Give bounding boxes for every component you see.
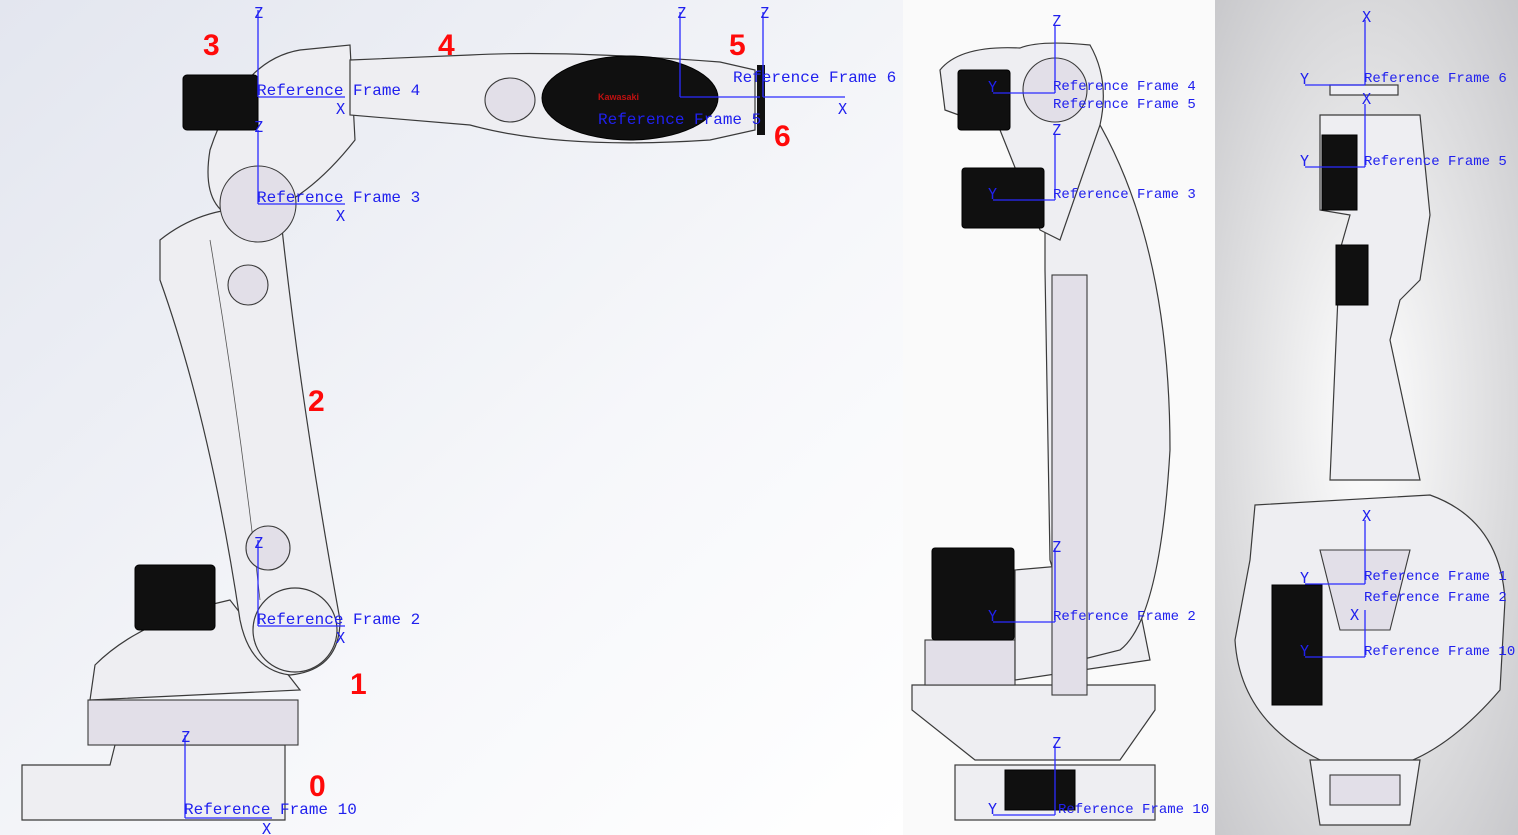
x-axis-label: X — [336, 207, 345, 225]
flange — [757, 65, 765, 135]
frame-3-front: Z Y Reference Frame 3 — [988, 121, 1196, 203]
frame-label: Reference Frame 10 — [184, 801, 357, 819]
frame-label: Reference Frame 2 — [1053, 609, 1196, 625]
frame-label: Reference Frame 4 — [257, 82, 420, 100]
frame-1-2-top: X Y Reference Frame 1 Reference Frame 2 — [1300, 507, 1507, 606]
frame-5-top: X Y Reference Frame 5 — [1300, 90, 1507, 170]
z-axis-label: Z — [760, 4, 769, 22]
y-axis-label: Y — [1300, 569, 1309, 587]
joint-number-5: 5 — [729, 29, 746, 62]
x-axis-label: X — [1362, 507, 1371, 525]
frame-label: Reference Frame 6 — [1364, 71, 1507, 87]
frame-label: Reference Frame 5 — [598, 111, 761, 129]
x-axis-label: X — [336, 100, 345, 118]
z-axis-label: Z — [254, 534, 263, 552]
frame-label: Reference Frame 6 — [733, 69, 896, 87]
frame-10-side: Z X Reference Frame 10 — [181, 728, 357, 835]
frame-label: Reference Frame 1 — [1364, 569, 1507, 585]
y-axis-label: Y — [988, 800, 997, 818]
motor-j3 — [961, 167, 1045, 229]
frame-label: Reference Frame 3 — [257, 189, 420, 207]
frame-label: Reference Frame 5 — [1053, 97, 1196, 113]
joint-number-0: 0 — [309, 770, 326, 803]
frame-3-side: Z X Reference Frame 3 — [254, 118, 420, 225]
z-axis-label: Z — [254, 4, 263, 22]
frame-4-5-front: Z Y Reference Frame 4 Reference Frame 5 — [988, 12, 1196, 113]
forearm-cover — [541, 55, 719, 141]
joint-number-1: 1 — [350, 668, 367, 701]
frame-label: Reference Frame 2 — [1364, 590, 1507, 606]
frame-6-side: Z X Reference Frame 6 — [733, 4, 896, 118]
x-axis-label: X — [262, 820, 271, 835]
motor-j4 — [957, 69, 1011, 131]
frame-10-front: Z Y Reference Frame 10 — [988, 734, 1209, 818]
z-axis-label: Z — [254, 118, 263, 136]
x-axis-label: X — [1362, 8, 1371, 26]
frame-2-side: Z X Reference Frame 2 — [254, 534, 420, 647]
y-axis-label: Y — [1300, 642, 1309, 660]
x-axis-label: X — [1350, 606, 1359, 624]
z-axis-label: Z — [181, 728, 190, 746]
frame-label: Reference Frame 5 — [1364, 154, 1507, 170]
frame-2-front: Z Y Reference Frame 2 — [988, 538, 1196, 625]
frame-label: Reference Frame 10 — [1058, 802, 1209, 818]
motor-j5 — [1335, 244, 1369, 306]
robot-side-model: Kawasaki — [21, 44, 765, 821]
x-axis-label: X — [838, 100, 847, 118]
motor-j1 — [931, 547, 1015, 641]
y-axis-label: Y — [988, 185, 997, 203]
frame-label: Reference Frame 2 — [257, 611, 420, 629]
frame-label: Reference Frame 10 — [1364, 644, 1515, 660]
y-axis-label: Y — [1300, 152, 1309, 170]
z-axis-label: Z — [1052, 734, 1061, 752]
front-view: Z Y Reference Frame 4 Reference Frame 5 … — [911, 12, 1209, 821]
side-view: Kawasaki Z X Reference Frame 4 Z X Refer… — [21, 4, 896, 835]
z-axis-label: Z — [1052, 12, 1061, 30]
frame-6-top: X Y Reference Frame 6 — [1300, 8, 1507, 88]
motor-j1 — [1271, 584, 1323, 706]
robot-top-model — [1234, 84, 1506, 826]
robot-front-model — [911, 42, 1171, 821]
y-axis-label: Y — [988, 607, 997, 625]
frame-5-side: Z Reference Frame 5 — [598, 4, 761, 129]
motor-j4 — [1321, 134, 1358, 211]
y-axis-label: Y — [988, 78, 997, 96]
joint-number-3: 3 — [203, 29, 220, 62]
manufacturer-logo: Kawasaki — [598, 92, 639, 102]
joint-number-4: 4 — [438, 29, 455, 62]
motor-j1 — [134, 564, 216, 631]
frame-10-top: X Y Reference Frame 10 — [1300, 606, 1515, 660]
joint-number-2: 2 — [308, 385, 325, 418]
frame-label: Reference Frame 3 — [1053, 187, 1196, 203]
joint-number-6: 6 — [774, 120, 791, 153]
z-axis-label: Z — [1052, 538, 1061, 556]
base-connectors — [1004, 769, 1076, 811]
frame-label: Reference Frame 4 — [1053, 79, 1196, 95]
z-axis-label: Z — [677, 4, 686, 22]
top-view: X Y Reference Frame 6 X Y Reference Fram… — [1234, 8, 1515, 826]
motor-j4 — [182, 74, 259, 131]
x-axis-label: X — [1362, 90, 1371, 108]
z-axis-label: Z — [1052, 121, 1061, 139]
x-axis-label: X — [336, 629, 345, 647]
frame-4-side: Z X Reference Frame 4 — [254, 4, 420, 118]
y-axis-label: Y — [1300, 70, 1309, 88]
